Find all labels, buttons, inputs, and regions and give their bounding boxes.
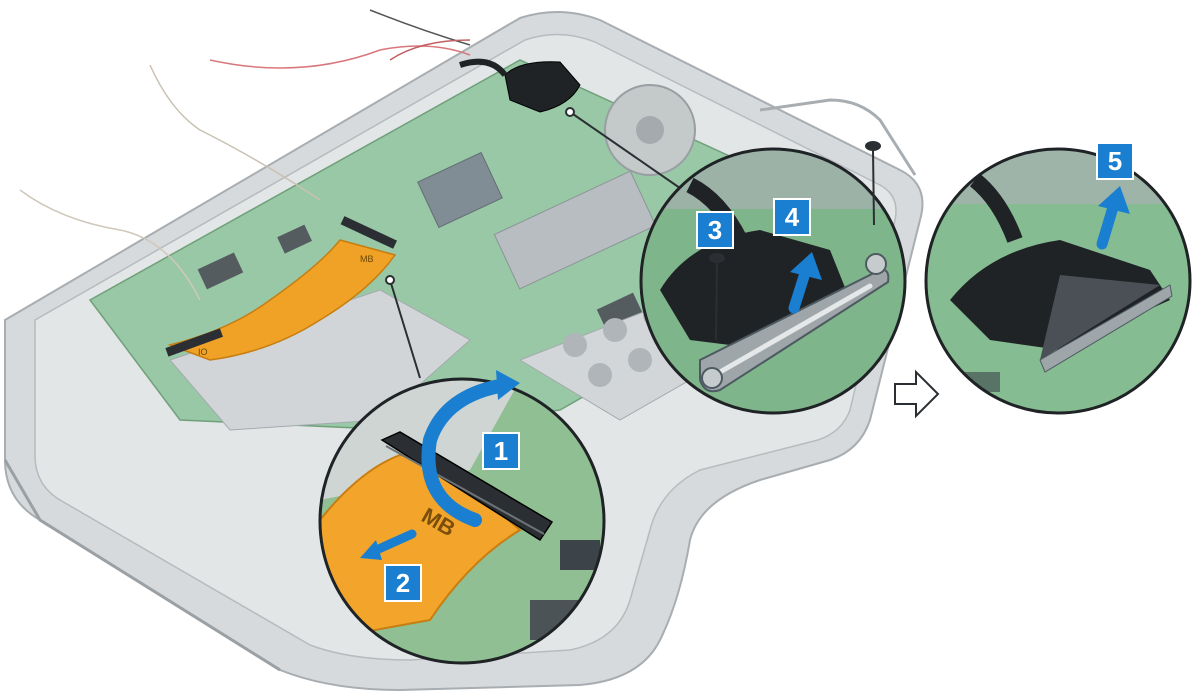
step-4-badge: 4 bbox=[773, 198, 811, 236]
screw-icon bbox=[709, 253, 725, 341]
lift-cable-arrow-icon bbox=[1096, 198, 1120, 250]
lift-arrow-icon bbox=[421, 378, 512, 527]
screw-icon bbox=[865, 141, 881, 226]
black-cable-connector bbox=[459, 58, 581, 113]
step-2-badge: 2 bbox=[384, 564, 422, 602]
mb-cable-mark-small: MB bbox=[360, 254, 374, 264]
step-3-badge: 3 bbox=[696, 211, 734, 249]
outline-arrow-right-icon bbox=[894, 369, 940, 419]
zoom-circle-cable-lift bbox=[924, 147, 1192, 415]
leader-line-1 bbox=[389, 279, 421, 379]
mb-connector-small bbox=[340, 216, 397, 249]
antenna-wires bbox=[19, 9, 471, 301]
io-flex-cable: MB IO bbox=[165, 216, 397, 361]
io-connector-small bbox=[165, 328, 223, 357]
cpu bbox=[417, 151, 503, 229]
io-cable-mark-small: IO bbox=[198, 347, 208, 357]
memory-slot bbox=[493, 170, 657, 290]
step-1-badge: 1 bbox=[482, 432, 520, 470]
leader-line-2 bbox=[569, 111, 691, 196]
step-5-badge: 5 bbox=[1096, 142, 1134, 180]
lift-bracket-arrow-icon bbox=[788, 264, 812, 314]
zoom-circle-flex-cable: MB bbox=[318, 370, 606, 665]
